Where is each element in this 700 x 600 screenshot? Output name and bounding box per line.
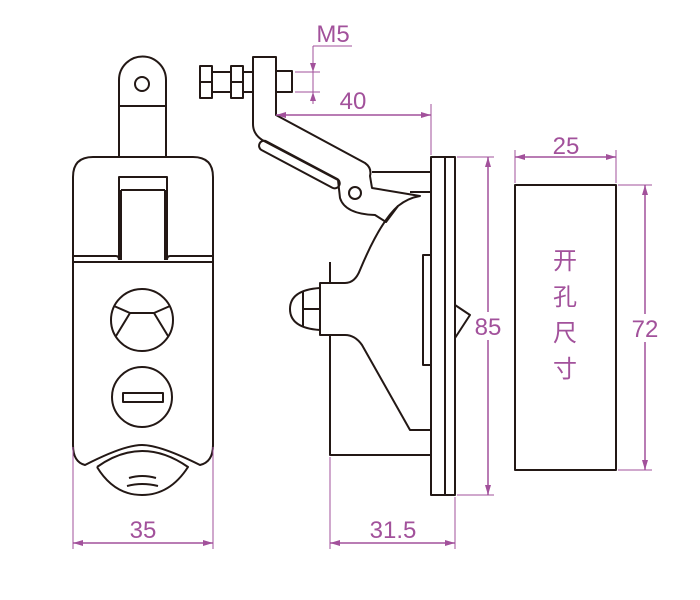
bolt-tip: [275, 70, 293, 93]
dim-72-label: 72: [632, 316, 659, 343]
cutout-label-char: 尺: [553, 319, 577, 347]
side-body: [319, 205, 431, 456]
button-facets: [113, 305, 171, 337]
bolt-shaft: [212, 71, 253, 93]
front-body-outline: [72, 156, 214, 466]
slot-inner: [120, 189, 166, 260]
cutout-rectangle: [514, 184, 617, 471]
latch-tongue: [454, 304, 471, 339]
dimension-lines: [72, 45, 661, 549]
dim-m5-label: M5: [316, 21, 349, 48]
key-slot: [122, 392, 164, 403]
lever-slot: [258, 139, 341, 190]
dim-85-label: 85: [475, 314, 502, 341]
front-button-circle: [110, 288, 174, 352]
front-view: [72, 55, 214, 496]
cutout-label-char: 孔: [553, 283, 577, 311]
front-slot: [118, 176, 168, 260]
lug-hole: [134, 76, 150, 92]
dim-40-label: 40: [340, 88, 367, 115]
dim-31-5-label: 31.5: [370, 517, 417, 544]
plate-gasket: [422, 254, 432, 366]
front-lug: [118, 55, 167, 157]
cutout-label-char: 开: [553, 247, 577, 275]
side-knob: [289, 287, 321, 331]
dim-35-label: 35: [130, 517, 157, 544]
side-view: [199, 56, 471, 496]
dim-25-label: 25: [553, 133, 580, 160]
lever-arm: [252, 56, 421, 223]
cutout-label-char: 寸: [553, 355, 577, 383]
pivot-pin: [348, 186, 362, 200]
front-bottom-cap: [96, 450, 189, 496]
bracket-lines: [372, 171, 431, 193]
speaker-lines: [126, 475, 159, 487]
front-split-line: [73, 255, 213, 263]
key-cylinder: [111, 366, 173, 428]
mounting-plate: [430, 156, 456, 496]
